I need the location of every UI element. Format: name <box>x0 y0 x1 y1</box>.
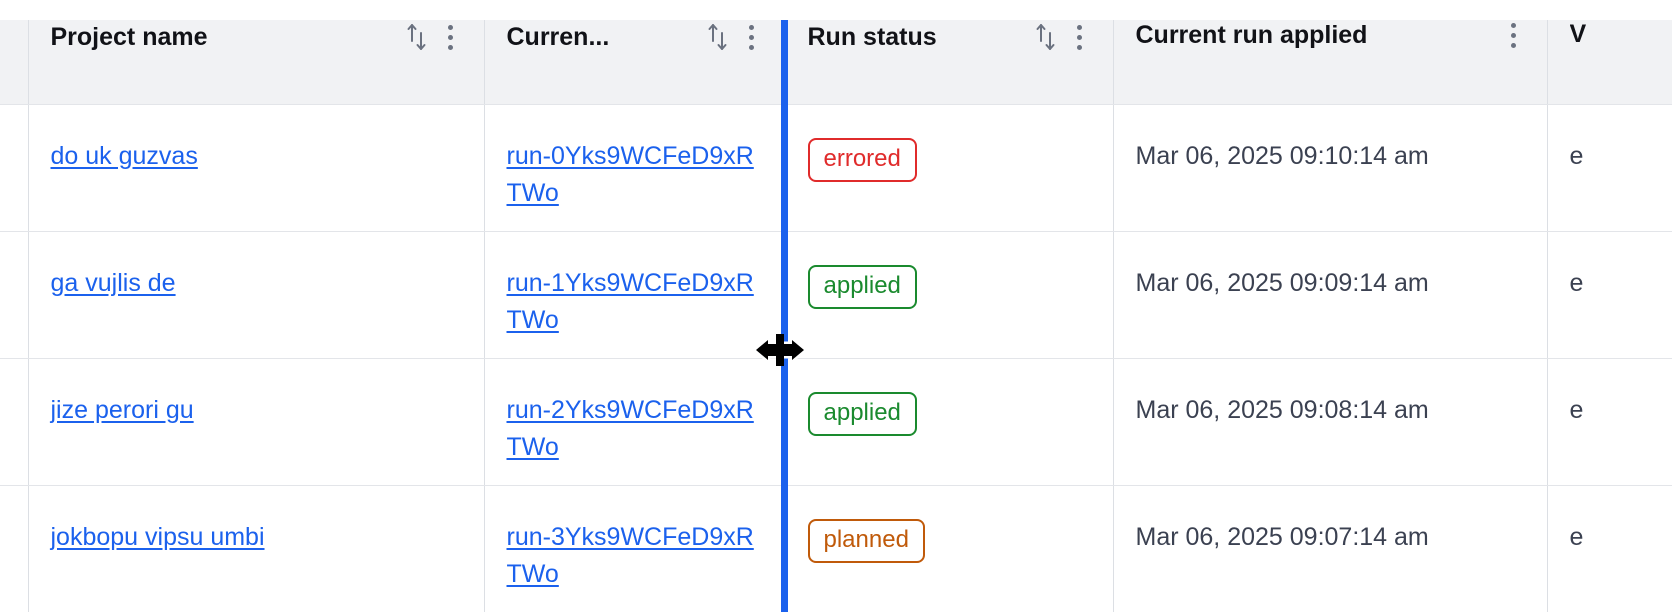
cell-project-name: jize perori gu <box>28 358 485 486</box>
cell-select[interactable] <box>0 485 29 612</box>
sort-arrows-icon[interactable] <box>705 20 731 54</box>
header-label-applied: Current run applied <box>1135 20 1368 49</box>
cell-current-run-applied: Mar 06, 2025 09:09:14 am <box>1113 231 1548 359</box>
cell-overflow-column: e <box>1547 231 1672 359</box>
cell-run-status: planned <box>785 485 1114 612</box>
cell-overflow-column: e <box>1547 358 1672 486</box>
applied-timestamp: Mar 06, 2025 09:10:14 am <box>1135 141 1429 170</box>
overflow-cell-text: e <box>1569 395 1584 424</box>
kebab-menu-icon[interactable] <box>1069 22 1091 52</box>
current-run-link[interactable]: run-1Yks9WCFeD9xRTWo <box>506 268 754 334</box>
cell-current-run: run-2Yks9WCFeD9xRTWo <box>484 358 786 486</box>
header-label-project: Project name <box>50 22 208 51</box>
cell-project-name: do uk guzvas <box>28 104 485 232</box>
kebab-menu-icon[interactable] <box>741 22 763 52</box>
cell-run-status: errored <box>785 104 1114 232</box>
cell-select[interactable] <box>0 358 29 486</box>
applied-timestamp: Mar 06, 2025 09:09:14 am <box>1135 268 1429 297</box>
cell-current-run-applied: Mar 06, 2025 09:07:14 am <box>1113 485 1548 612</box>
status-badge: planned <box>807 518 925 564</box>
header-label-status: Run status <box>807 22 937 51</box>
cell-select[interactable] <box>0 104 29 232</box>
header-cell-status[interactable]: Run status <box>785 20 1114 105</box>
cell-overflow-column: e <box>1547 104 1672 232</box>
project-name-link[interactable]: ga vujlis de <box>50 268 176 297</box>
project-name-link[interactable]: do uk guzvas <box>50 141 198 170</box>
cell-run-status: applied <box>785 231 1114 359</box>
kebab-menu-icon[interactable] <box>440 22 462 52</box>
cell-current-run: run-1Yks9WCFeD9xRTWo <box>484 231 786 359</box>
overflow-cell-text: e <box>1569 141 1584 170</box>
project-name-link[interactable]: jize perori gu <box>50 395 194 424</box>
sort-arrows-icon[interactable] <box>1033 20 1059 54</box>
header-cell-applied[interactable]: Current run applied <box>1113 20 1548 105</box>
header-cell-overflow[interactable]: V <box>1547 20 1672 105</box>
cell-project-name: ga vujlis de <box>28 231 485 359</box>
header-cell-project[interactable]: Project name <box>28 20 485 105</box>
header-cell-current[interactable]: Curren... <box>484 20 786 105</box>
projects-table: Project name Curren... Run status Current r… <box>0 20 1672 612</box>
current-run-link[interactable]: run-2Yks9WCFeD9xRTWo <box>506 395 754 461</box>
cell-select[interactable] <box>0 231 29 359</box>
header-row: Project name Curren... Run status Current r… <box>0 20 1672 105</box>
table-header: Project name Curren... Run status Current r… <box>0 20 1672 105</box>
kebab-menu-icon[interactable] <box>1503 20 1525 50</box>
table-row[interactable]: do uk guzvas run-0Yks9WCFeD9xRTWo errored M… <box>0 104 1672 232</box>
sort-arrows-icon[interactable] <box>404 20 430 54</box>
table-row[interactable]: jokbopu vipsu umbi run-3Yks9WCFeD9xRTWo pl… <box>0 485 1672 612</box>
current-run-link[interactable]: run-0Yks9WCFeD9xRTWo <box>506 141 754 207</box>
table-row[interactable]: jize perori gu run-2Yks9WCFeD9xRTWo applie… <box>0 358 1672 486</box>
header-label-current: Curren... <box>506 22 610 51</box>
header-cell-select[interactable] <box>0 20 29 105</box>
cell-overflow-column: e <box>1547 485 1672 612</box>
cell-current-run: run-3Yks9WCFeD9xRTWo <box>484 485 786 612</box>
cell-current-run-applied: Mar 06, 2025 09:08:14 am <box>1113 358 1548 486</box>
applied-timestamp: Mar 06, 2025 09:07:14 am <box>1135 522 1429 551</box>
cell-current-run-applied: Mar 06, 2025 09:10:14 am <box>1113 104 1548 232</box>
cell-project-name: jokbopu vipsu umbi <box>28 485 485 612</box>
project-name-link[interactable]: jokbopu vipsu umbi <box>50 522 265 551</box>
header-label-overflow: V <box>1569 20 1587 48</box>
cell-run-status: applied <box>785 358 1114 486</box>
overflow-cell-text: e <box>1569 268 1584 297</box>
status-badge: errored <box>807 137 917 183</box>
current-run-link[interactable]: run-3Yks9WCFeD9xRTWo <box>506 522 754 588</box>
table-row[interactable]: ga vujlis de run-1Yks9WCFeD9xRTWo applied M… <box>0 231 1672 359</box>
overflow-cell-text: e <box>1569 522 1584 551</box>
applied-timestamp: Mar 06, 2025 09:08:14 am <box>1135 395 1429 424</box>
status-badge: applied <box>807 264 917 310</box>
cell-current-run: run-0Yks9WCFeD9xRTWo <box>484 104 786 232</box>
status-badge: applied <box>807 391 917 437</box>
